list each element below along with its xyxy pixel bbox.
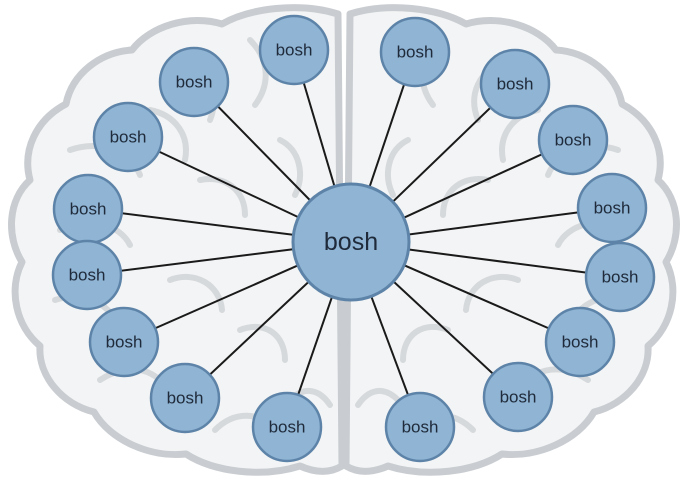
- node-1[interactable]: bosh: [258, 14, 330, 86]
- node-circle: [251, 391, 323, 463]
- node-label: bosh: [602, 268, 639, 287]
- node-label: bosh: [176, 73, 213, 92]
- node-circle: [149, 362, 221, 434]
- node-label: bosh: [276, 41, 313, 60]
- center-node-label: bosh: [324, 228, 378, 256]
- node-label: bosh: [269, 418, 306, 437]
- node-15[interactable]: bosh: [251, 391, 323, 463]
- node-circle: [537, 104, 609, 176]
- node-label: bosh: [110, 128, 147, 147]
- node-2[interactable]: bosh: [379, 16, 451, 88]
- node-label: bosh: [106, 333, 143, 352]
- node-13[interactable]: bosh: [149, 362, 221, 434]
- node-label: bosh: [562, 333, 599, 352]
- node-circle: [379, 16, 451, 88]
- node-3[interactable]: bosh: [158, 46, 230, 118]
- node-8[interactable]: bosh: [576, 172, 648, 244]
- node-9[interactable]: bosh: [51, 239, 123, 311]
- node-label: bosh: [70, 200, 107, 219]
- node-circle: [158, 46, 230, 118]
- node-6[interactable]: bosh: [537, 104, 609, 176]
- node-circle: [576, 172, 648, 244]
- node-label: bosh: [497, 75, 534, 94]
- node-label: bosh: [500, 388, 537, 407]
- node-16[interactable]: bosh: [384, 391, 456, 463]
- node-circle: [51, 239, 123, 311]
- node-label: bosh: [555, 131, 592, 150]
- node-5[interactable]: bosh: [92, 101, 164, 173]
- node-circle: [584, 241, 656, 313]
- node-label: bosh: [69, 266, 106, 285]
- node-label: bosh: [594, 199, 631, 218]
- node-label: bosh: [397, 43, 434, 62]
- node-circle: [258, 14, 330, 86]
- center-node[interactable]: bosh: [291, 182, 411, 302]
- nodes: bosh bosh bosh bosh bosh bosh bosh bosh bosh bosh…: [51, 14, 656, 463]
- node-circle: [88, 306, 160, 378]
- node-circle: [384, 391, 456, 463]
- node-circle: [92, 101, 164, 173]
- node-10[interactable]: bosh: [584, 241, 656, 313]
- node-circle: [544, 306, 616, 378]
- center-node-circle: [291, 182, 411, 302]
- node-11[interactable]: bosh: [88, 306, 160, 378]
- node-7[interactable]: bosh: [52, 173, 124, 245]
- node-12[interactable]: bosh: [544, 306, 616, 378]
- node-14[interactable]: bosh: [482, 361, 554, 433]
- node-4[interactable]: bosh: [479, 48, 551, 120]
- node-circle: [479, 48, 551, 120]
- node-circle: [482, 361, 554, 433]
- node-label: bosh: [167, 389, 204, 408]
- node-label: bosh: [402, 418, 439, 437]
